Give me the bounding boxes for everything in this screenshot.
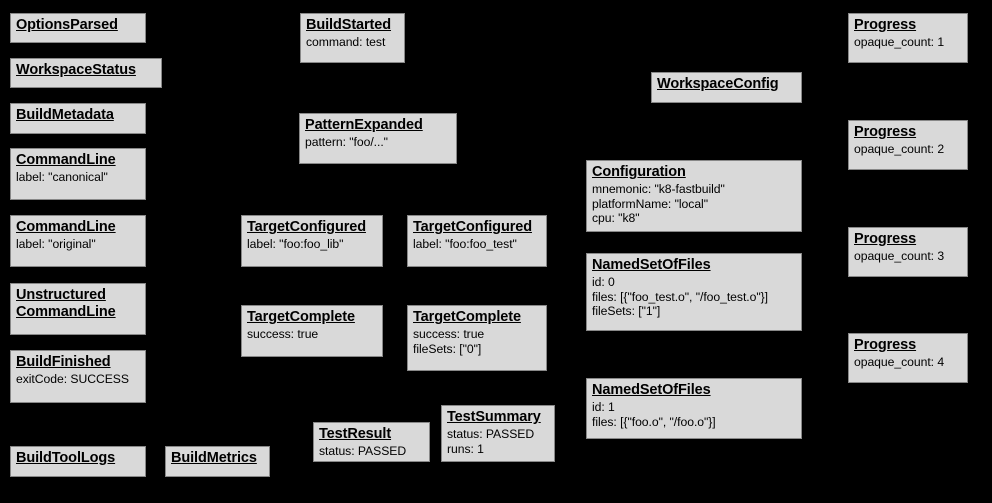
event-node-attribute: pattern: "foo/..." xyxy=(305,135,388,149)
event-node-title: TestResult xyxy=(319,426,392,442)
event-node-progress-2[interactable]: Progress opaque_count: 2 xyxy=(848,120,968,170)
event-node-attribute: status: PASSED xyxy=(319,444,407,458)
event-node-title: TargetConfigured xyxy=(247,219,366,235)
event-node-title: CommandLine xyxy=(16,219,116,235)
event-node-attribute: opaque_count: 3 xyxy=(854,249,945,263)
event-node-attributes: label: "foo:foo_test" xyxy=(413,237,541,252)
event-node-attributes: label: "original" xyxy=(16,237,140,252)
event-node-title: WorkspaceConfig xyxy=(657,76,779,92)
event-node-attribute: platformName: "local" xyxy=(592,196,708,211)
event-node-title: TargetComplete xyxy=(413,309,521,325)
event-node-attributes: opaque_count: 1 xyxy=(854,35,962,50)
event-node-attribute: cpu: "k8" xyxy=(592,211,640,225)
event-node-target-complete-foo-lib[interactable]: TargetComplete success: true xyxy=(241,305,383,357)
event-node-title: NamedSetOfFiles xyxy=(592,257,711,273)
event-node-attributes: success: true xyxy=(247,327,377,342)
event-node-title: Progress xyxy=(854,17,917,33)
event-node-target-configured-foo-lib[interactable]: TargetConfigured label: "foo:foo_lib" xyxy=(241,215,383,267)
event-node-attribute: files: [{"foo.o", "/foo.o"}] xyxy=(592,414,716,429)
event-node-title: Progress xyxy=(854,231,917,247)
event-node-progress-3[interactable]: Progress opaque_count: 3 xyxy=(848,227,968,277)
event-node-test-result[interactable]: TestResult status: PASSED xyxy=(313,422,430,462)
event-node-attributes: opaque_count: 3 xyxy=(854,249,962,264)
event-node-attribute: label: "foo:foo_lib" xyxy=(247,237,344,251)
event-node-attribute: runs: 1 xyxy=(447,441,484,456)
event-node-attribute: label: "canonical" xyxy=(16,170,108,184)
event-node-attribute: mnemonic: "k8-fastbuild" xyxy=(592,182,725,196)
event-node-attribute: label: "original" xyxy=(16,237,96,251)
event-node-attribute: exitCode: SUCCESS xyxy=(16,372,129,386)
event-node-title: Progress xyxy=(854,124,917,140)
event-node-build-started[interactable]: BuildStarted command: test xyxy=(300,13,405,63)
event-node-attributes: label: "foo:foo_lib" xyxy=(247,237,377,252)
event-node-attribute: status: PASSED xyxy=(447,427,535,441)
event-node-title: BuildMetadata xyxy=(16,107,114,123)
event-node-build-finished[interactable]: BuildFinished exitCode: SUCCESS xyxy=(10,350,146,403)
event-node-attribute: fileSets: ["1"] xyxy=(592,304,661,318)
event-node-progress-4[interactable]: Progress opaque_count: 4 xyxy=(848,333,968,383)
event-node-attribute: fileSets: ["0"] xyxy=(413,341,482,356)
event-node-attribute: command: test xyxy=(306,35,386,49)
event-node-title: PatternExpanded xyxy=(305,117,423,133)
event-node-title: Configuration xyxy=(592,164,686,180)
event-node-workspace-config[interactable]: WorkspaceConfig xyxy=(651,72,802,103)
event-node-attribute: id: 1 xyxy=(592,400,615,414)
event-node-attribute: files: [{"foo_test.o", "/foo_test.o"}] xyxy=(592,289,768,304)
event-node-attributes: mnemonic: "k8-fastbuild"platformName: "l… xyxy=(592,182,796,226)
event-node-command-line-original[interactable]: CommandLine label: "original" xyxy=(10,215,146,267)
event-node-title: BuildStarted xyxy=(306,17,392,33)
event-node-title: Unstructured CommandLine xyxy=(16,287,116,320)
event-node-title: TargetComplete xyxy=(247,309,355,325)
event-node-build-tool-logs[interactable]: BuildToolLogs xyxy=(10,446,146,477)
event-node-title: OptionsParsed xyxy=(16,17,118,33)
event-node-attribute: opaque_count: 2 xyxy=(854,142,945,156)
event-node-build-metadata[interactable]: BuildMetadata xyxy=(10,103,146,134)
event-node-attributes: opaque_count: 4 xyxy=(854,355,962,370)
event-node-command-line-canonical[interactable]: CommandLine label: "canonical" xyxy=(10,148,146,200)
event-node-title: TestSummary xyxy=(447,409,541,425)
event-node-attribute: label: "foo:foo_test" xyxy=(413,237,517,251)
event-node-attributes: command: test xyxy=(306,35,399,50)
event-node-workspace-status[interactable]: WorkspaceStatus xyxy=(10,58,162,88)
event-node-attributes: opaque_count: 2 xyxy=(854,142,962,157)
event-node-attributes: pattern: "foo/..." xyxy=(305,135,451,150)
event-node-title: NamedSetOfFiles xyxy=(592,382,711,398)
event-node-attribute: success: true xyxy=(413,327,485,341)
event-node-attributes: status: PASSED xyxy=(319,444,424,459)
event-node-attribute: opaque_count: 4 xyxy=(854,355,945,369)
event-node-attribute: success: true xyxy=(247,327,319,341)
event-node-attribute: opaque_count: 1 xyxy=(854,35,945,49)
event-node-title: WorkspaceStatus xyxy=(16,62,136,78)
event-node-progress-1[interactable]: Progress opaque_count: 1 xyxy=(848,13,968,63)
event-node-configuration[interactable]: Configuration mnemonic: "k8-fastbuild"pla… xyxy=(586,160,802,232)
event-node-title: TargetConfigured xyxy=(413,219,532,235)
event-node-attribute: id: 0 xyxy=(592,275,615,289)
event-node-title: BuildMetrics xyxy=(171,450,257,466)
event-node-title: BuildFinished xyxy=(16,354,111,370)
event-node-build-metrics[interactable]: BuildMetrics xyxy=(165,446,270,477)
event-node-attributes: exitCode: SUCCESS xyxy=(16,372,140,387)
event-node-unstructured-command-line[interactable]: Unstructured CommandLine xyxy=(10,283,146,335)
event-node-title: BuildToolLogs xyxy=(16,450,116,466)
event-node-pattern-expanded[interactable]: PatternExpanded pattern: "foo/..." xyxy=(299,113,457,164)
event-node-attributes: label: "canonical" xyxy=(16,170,140,185)
event-node-target-configured-foo-test[interactable]: TargetConfigured label: "foo:foo_test" xyxy=(407,215,547,267)
event-node-title: CommandLine xyxy=(16,152,116,168)
event-node-options-parsed[interactable]: OptionsParsed xyxy=(10,13,146,43)
event-node-title: Progress xyxy=(854,337,917,353)
